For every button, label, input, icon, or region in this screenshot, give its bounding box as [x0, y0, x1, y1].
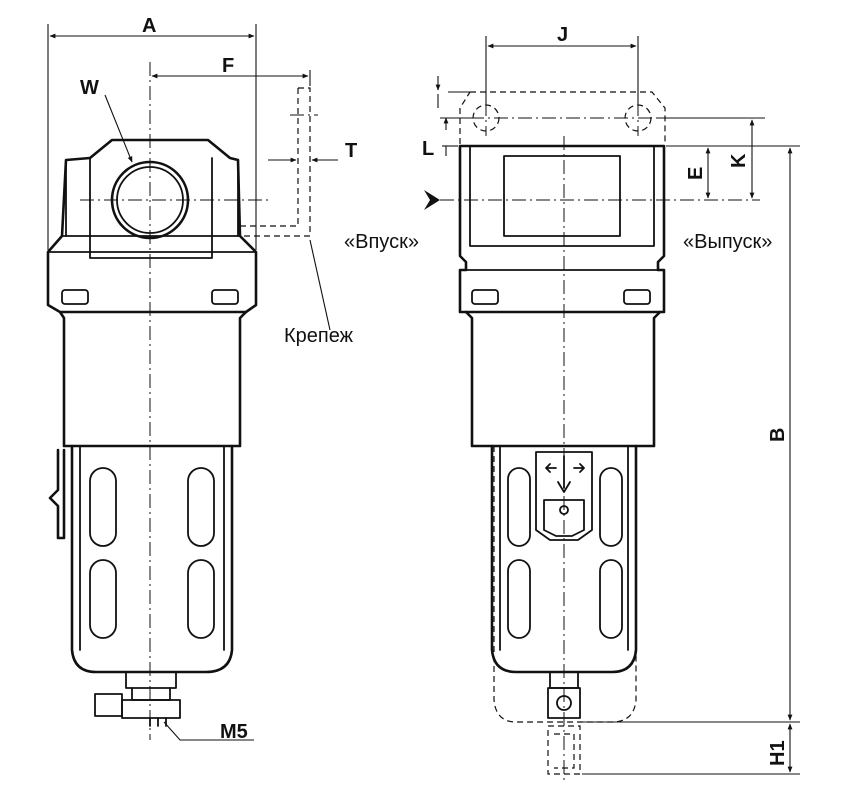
dim-label-b: B [767, 428, 789, 442]
dim-label-e: E [685, 167, 707, 180]
dim-label-l: L [422, 138, 434, 160]
dim-label-j: J [557, 24, 568, 46]
dim-label-w: W [80, 77, 99, 99]
bracket-label: Крепеж [284, 325, 354, 347]
dim-label-k: K [728, 153, 750, 168]
front-view-dimensions [435, 36, 800, 775]
dim-label-f: F [222, 55, 234, 77]
outlet-label: «Выпуск» [683, 231, 772, 253]
side-view-dimensions [47, 24, 338, 741]
side-view [46, 62, 318, 740]
dim-label-h1: H1 [767, 740, 789, 766]
front-view [424, 91, 760, 780]
dim-label-t: T [345, 140, 357, 162]
dim-label-m5: M5 [220, 721, 248, 743]
inlet-label: «Впуск» [344, 231, 419, 253]
dim-label-a: A [142, 15, 156, 37]
